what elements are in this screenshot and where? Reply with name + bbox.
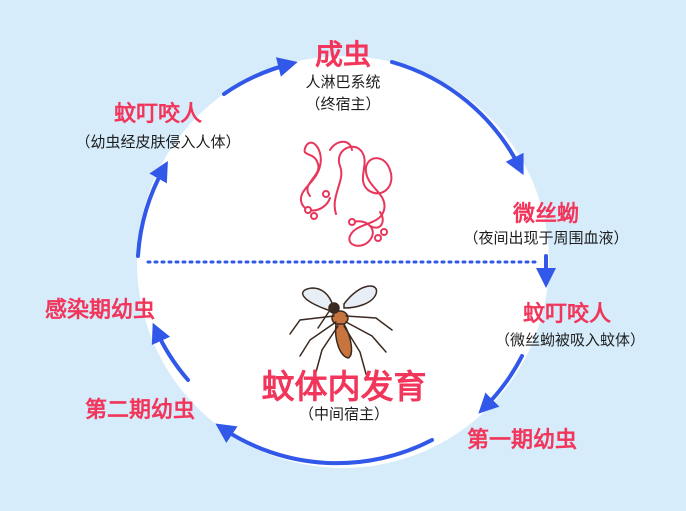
node-microfilaria-title: 微丝蚴	[512, 202, 580, 227]
node-bite-right-title: 蚊叮咬人	[522, 302, 612, 327]
node-infective-title: 感染期幼虫	[44, 298, 156, 323]
node-adult-sub1: 人淋巴系统	[305, 73, 381, 91]
node-stage1-title: 第一期幼虫	[466, 428, 578, 453]
mosquito-icon	[289, 285, 393, 375]
node-bite-right-sub: （微丝蚴被吸入蚊体）	[494, 331, 646, 349]
node-in-mosquito-sub: （中间宿主）	[298, 405, 390, 423]
arrow-adult-to-microfilaria	[390, 60, 524, 176]
arrow-stage2-to-infective	[151, 322, 190, 382]
node-bite-left-sub: （幼虫经皮肤侵入人体）	[75, 133, 241, 151]
arrow-infective-to-bite	[136, 161, 168, 258]
node-bite-left-title: 蚊叮咬人	[113, 102, 203, 127]
node-adult-title: 成虫	[314, 38, 372, 71]
arrow-bite-to-adult	[222, 57, 298, 96]
arrow-bite-to-stage1	[478, 354, 524, 414]
node-in-mosquito-title: 蚊体内发育	[261, 367, 427, 406]
arrow-stage1-to-stage2	[215, 423, 434, 466]
node-microfilaria-sub: （夜间出现于周围血液）	[463, 229, 629, 247]
worm-icon	[299, 140, 393, 247]
node-adult-sub2: （终宿主）	[305, 95, 381, 113]
node-stage2-title: 第二期幼虫	[84, 398, 196, 423]
